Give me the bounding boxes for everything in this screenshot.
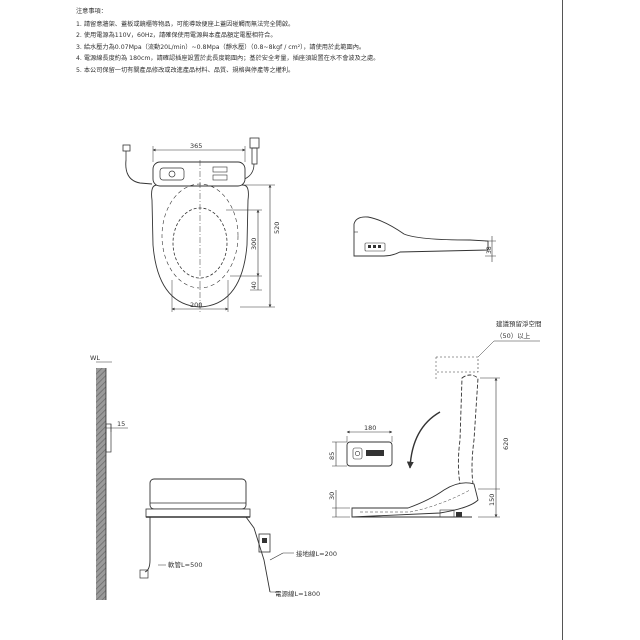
dim-panel-height-label: 85 <box>328 452 336 460</box>
side-view-small: 38 <box>353 216 496 262</box>
clearance-label-line1: 建議預留淨空間 <box>496 319 542 328</box>
note-item-3: 3. 給水壓力為0.07Mpa（流動20L/min）~0.8Mpa（靜水壓）（0… <box>76 43 366 51</box>
seat-side-profile <box>353 216 489 257</box>
plug-icon <box>258 533 271 553</box>
dim-side-height-label: 38 <box>486 246 493 254</box>
power-cord: 接地線L=200 電源線L=1800 <box>245 516 337 598</box>
top-view: 365 520 300 40 200 <box>122 137 281 312</box>
note-item-5: 5. 本公司保留一切有關產品修改或改進產品材料、品質、規格與停產等之權利。 <box>76 66 295 74</box>
notes-section: 注意事項： 1. 請留意牆架、蓋板或鏡櫃等物品，可能導致便座上蓋因碰觸而無法完全… <box>76 6 556 77</box>
wl-label: WL <box>90 354 100 362</box>
wall <box>96 368 106 600</box>
power-cord-label: 電源線L=1800 <box>275 589 320 598</box>
ground-wire-label: 接地線L=200 <box>296 549 337 558</box>
hose-length-label: 軟管L=500 <box>168 560 202 569</box>
dim-seat-height-label: 30 <box>328 492 336 500</box>
water-inlet-pipe <box>122 144 153 185</box>
lid-upright <box>457 374 479 495</box>
rotation-arrow <box>406 411 441 469</box>
dim-open-height-label: 620 <box>502 438 510 450</box>
dim-base-height-label: 150 <box>488 494 496 506</box>
water-hose: 軟管L=500 <box>139 517 202 579</box>
page-border-line <box>562 0 563 640</box>
note-item-1: 1. 請留意牆架、蓋板或鏡櫃等物品，可能導致便座上蓋因碰觸而無法完全開啟。 <box>76 20 295 28</box>
control-panel-side: 180 85 <box>328 424 393 467</box>
wall-bracket <box>105 423 112 453</box>
dim-length-label: 520 <box>273 222 281 234</box>
open-side-view: 建議預留淨空間 （50）以上 180 <box>328 319 542 518</box>
clearance-label-line2: （50）以上 <box>496 331 531 340</box>
note-item-2: 2. 使用電源為110V，60Hz，請確保使用電源與本產品額定電壓相符合。 <box>76 32 277 40</box>
wall-offset-label: 15 <box>117 420 125 428</box>
control-box-top <box>152 161 246 187</box>
seat-side-profile-open <box>351 482 479 518</box>
dim-panel-width-label: 180 <box>364 424 376 432</box>
dim-width-label: 365 <box>190 142 202 150</box>
dim-bottom-width-label: 200 <box>190 301 202 309</box>
notes-title: 注意事項： <box>76 8 107 15</box>
dim-offset-label: 40 <box>251 281 258 289</box>
wall-view: WL 15 軟管L=500 <box>90 354 337 600</box>
seat-front-view <box>145 478 251 518</box>
note-item-4: 4. 電源線長度約為 180cm，請確認插座設置於此長度範圍內；基於安全考量，插… <box>76 55 380 63</box>
dim-seat-span-label: 300 <box>250 238 258 250</box>
